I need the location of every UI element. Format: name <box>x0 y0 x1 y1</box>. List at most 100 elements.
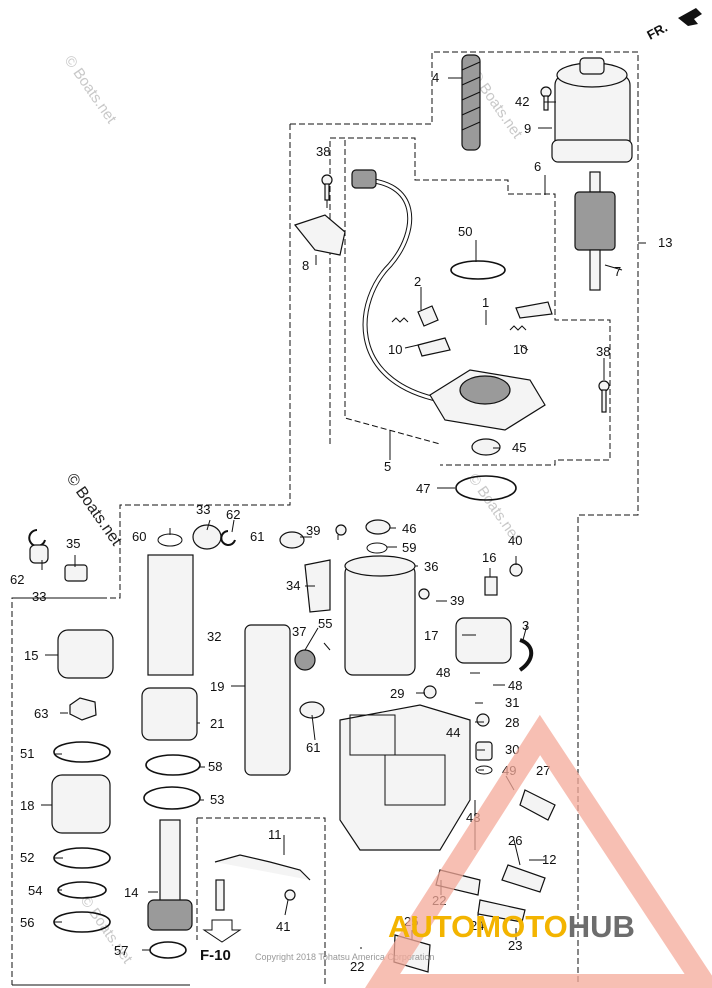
piston <box>141 687 198 741</box>
callout: 40 <box>508 533 522 548</box>
tube <box>244 624 291 776</box>
bolt <box>215 879 225 911</box>
snap-ring <box>28 529 46 547</box>
o-ring <box>53 741 111 763</box>
callout: 39 <box>450 593 464 608</box>
callout: 1 <box>482 295 489 310</box>
o-ring <box>157 533 183 547</box>
cylinder-cap <box>57 629 114 679</box>
bracket <box>293 214 346 256</box>
callout: 27 <box>536 763 550 778</box>
callout: 34 <box>286 578 300 593</box>
pump-body <box>339 704 471 851</box>
valve-spool <box>519 789 556 821</box>
watermark-text: © Boats.net <box>61 53 120 128</box>
knob <box>294 649 316 671</box>
plug <box>476 713 490 727</box>
callout: 33 <box>196 502 210 517</box>
bolt <box>284 889 296 901</box>
valve-spool <box>477 899 526 923</box>
port <box>384 754 446 806</box>
reference-label: F-10 <box>200 947 231 964</box>
brush-plate <box>417 337 451 357</box>
tilt-cylinder <box>147 554 194 676</box>
o-ring <box>145 754 201 776</box>
callout: 61 <box>306 740 320 755</box>
callout: 33 <box>32 589 46 604</box>
valve-plug <box>475 741 493 761</box>
brand-logo: AUTOMOTOHUB <box>365 714 712 988</box>
callout: 13 <box>658 235 672 250</box>
callout: 37 <box>292 624 306 639</box>
callout: 62 <box>226 507 240 522</box>
callout: 48 <box>508 678 522 693</box>
armature <box>574 171 616 291</box>
callout: 45 <box>512 440 526 455</box>
callout: 38 <box>596 344 610 359</box>
hose-clamp <box>279 531 305 549</box>
callout: 21 <box>210 716 224 731</box>
o-ring <box>455 475 517 501</box>
callout: 22 <box>350 959 364 974</box>
assembly-frame-small <box>196 817 326 985</box>
callout: 60 <box>132 529 146 544</box>
callout: 50 <box>458 224 472 239</box>
wire-connector <box>351 169 377 189</box>
callout: 19 <box>210 679 224 694</box>
bushing <box>29 544 49 564</box>
oil-seal <box>471 438 501 456</box>
o-ring <box>450 260 506 280</box>
valve-body <box>455 617 512 664</box>
callout: 52 <box>20 850 34 865</box>
o-ring <box>143 786 201 810</box>
callout: 39 <box>306 523 320 538</box>
assembly-frame-outer <box>11 124 291 985</box>
callout: 28 <box>505 715 519 730</box>
o-ring <box>475 765 493 775</box>
callout: 47 <box>416 481 430 496</box>
callout: 55 <box>318 616 332 631</box>
hose <box>518 638 534 672</box>
brush <box>417 305 439 327</box>
down-arrow-icon <box>202 919 242 943</box>
callout: 24 <box>470 918 484 933</box>
callout-labels: 4 42 9 6 13 38 8 50 7 2 1 10 10 38 45 5 … <box>10 70 672 974</box>
callout: 5 <box>384 459 391 474</box>
motor-base-hub <box>459 375 511 405</box>
reservoir-top <box>344 555 416 577</box>
callout: 15 <box>24 648 38 663</box>
bolt <box>321 174 333 201</box>
port <box>349 714 396 756</box>
piston-rod <box>159 819 181 911</box>
callout: 9 <box>524 121 531 136</box>
snap-ring <box>220 530 236 546</box>
assembly-frame-right <box>290 51 639 985</box>
leader-lines <box>41 77 646 951</box>
o-ring <box>149 941 187 959</box>
callout: 54 <box>28 883 42 898</box>
cylinder-gland <box>51 774 111 834</box>
brand-part-1: AUTO <box>388 909 475 944</box>
callout: 3 <box>522 618 529 633</box>
bolt <box>540 86 552 111</box>
brush-plate <box>515 301 553 319</box>
callout: 57 <box>114 943 128 958</box>
callout: 2 <box>414 274 421 289</box>
callout: 58 <box>208 759 222 774</box>
bolt <box>598 380 610 413</box>
callout: 42 <box>515 94 529 109</box>
callout: 11 <box>268 827 282 842</box>
valve-spool <box>501 864 546 893</box>
filler-cap <box>365 519 391 535</box>
callout: 48 <box>436 665 450 680</box>
brand-part-2: MOTO <box>475 909 567 944</box>
spring <box>391 317 409 323</box>
o-ring <box>57 881 107 899</box>
brand-text: AUTOMOTOHUB <box>388 909 635 944</box>
callout: 14 <box>124 885 138 900</box>
motor-housing <box>551 57 633 163</box>
assembly-frame-inner <box>329 137 611 466</box>
callout: 10 <box>513 342 527 357</box>
callout: 26 <box>508 833 522 848</box>
